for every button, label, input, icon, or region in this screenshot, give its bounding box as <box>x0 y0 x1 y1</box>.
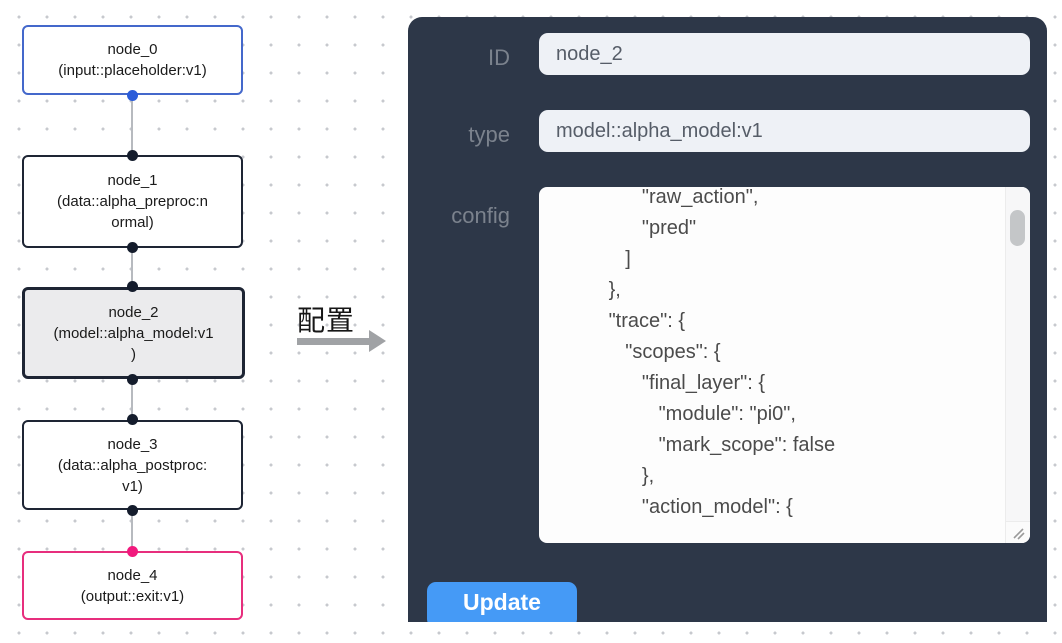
edge-node2-node3 <box>131 380 133 420</box>
node_1-input-handle[interactable] <box>127 150 138 161</box>
scrollbar-track[interactable] <box>1005 187 1030 521</box>
node-label: node_3 (data::alpha_postproc: v1) <box>57 435 208 495</box>
node_3-output-handle[interactable] <box>127 505 138 516</box>
flow-node-node_3[interactable]: node_3 (data::alpha_postproc: v1) <box>22 420 243 510</box>
node_2-input-handle[interactable] <box>127 281 138 292</box>
node-label: node_2 (model::alpha_model:v1 ) <box>53 303 214 363</box>
type-input[interactable] <box>539 110 1030 152</box>
node-label: node_0 (input::placeholder:v1) <box>58 41 207 79</box>
node_3-input-handle[interactable] <box>127 414 138 425</box>
edge-node3-node4 <box>131 511 133 551</box>
flow-node-node_2-selected[interactable]: node_2 (model::alpha_model:v1 ) <box>22 287 245 379</box>
scrollbar-thumb[interactable] <box>1010 210 1025 246</box>
node_0-output-handle[interactable] <box>127 90 138 101</box>
config-textarea[interactable]: "raw_action", "pred" ] }, "trace": { "sc… <box>539 187 1030 543</box>
right-arrow-icon <box>369 330 386 352</box>
configure-annotation-label: 配置 <box>297 305 356 336</box>
edge-node0-node1 <box>131 96 133 155</box>
node_2-output-handle[interactable] <box>127 374 138 385</box>
right-arrow-shaft <box>297 338 370 345</box>
node-label: node_4 (output::exit:v1) <box>80 566 185 605</box>
resize-handle-icon[interactable] <box>1005 521 1030 543</box>
node_1-output-handle[interactable] <box>127 242 138 253</box>
node_4-input-handle[interactable] <box>127 546 138 557</box>
edge-node1-node2 <box>131 249 133 287</box>
node-label: node_1 (data::alpha_preproc:n ormal) <box>57 172 208 231</box>
id-input[interactable] <box>539 33 1030 75</box>
id-field-label: ID <box>488 45 510 70</box>
flow-node-node_1[interactable]: node_1 (data::alpha_preproc:n ormal) <box>22 155 243 248</box>
config-json-text: "raw_action", "pred" ] }, "trace": { "sc… <box>608 187 836 518</box>
flow-node-node_4[interactable]: node_4 (output::exit:v1) <box>22 551 243 620</box>
config-field-label: config <box>451 203 510 228</box>
type-field-label: type <box>468 122 510 147</box>
config-panel: ID type config "raw_action", "pred" ] },… <box>408 17 1047 622</box>
flow-node-node_0[interactable]: node_0 (input::placeholder:v1) <box>22 25 243 95</box>
update-button[interactable]: Update <box>427 582 577 622</box>
